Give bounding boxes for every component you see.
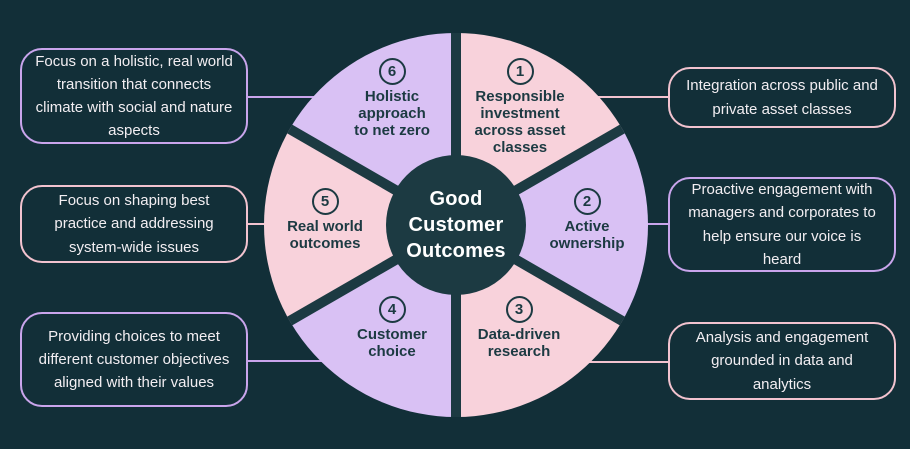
segment-number-badge: 1 (506, 58, 534, 85)
callout-text: Analysis and engagement grounded in data… (695, 329, 869, 393)
callout-left-bottom: Providing choices to meet different cust… (20, 312, 248, 407)
segment-label: Data-driven research (477, 326, 561, 360)
callout-text: Proactive engagement with managers and c… (688, 181, 876, 268)
segment-number-badge: 2 (573, 188, 601, 215)
callout-text: Focus on a holistic, real world transiti… (35, 52, 233, 140)
segment-label: Responsible investment across asset clas… (474, 88, 566, 156)
connector-right-top (580, 96, 670, 98)
segment-5-real-world-outcomes: 5 Real world outcomes (260, 188, 390, 253)
segment-2-active-ownership: 2 Active ownership (522, 188, 652, 253)
connector-right-bottom (580, 361, 670, 363)
connector-left-middle (246, 223, 278, 225)
segment-3-data-driven-research: 3 Data-driven research (454, 296, 584, 361)
segment-6-holistic-net-zero: 6 Holistic approach to net zero (327, 58, 457, 140)
segment-divider (451, 33, 461, 225)
segment-number-badge: 5 (311, 188, 339, 215)
segment-label: Real world outcomes (287, 218, 363, 252)
callout-text: Focus on shaping best practice and addre… (54, 192, 214, 256)
segment-number-badge: 6 (378, 58, 406, 85)
segment-label: Customer choice (356, 326, 427, 360)
callout-right-top: Integration across public and private as… (668, 67, 896, 128)
connector-right-middle (634, 223, 670, 225)
callout-text: Providing choices to meet different cust… (38, 327, 230, 392)
segment-1-responsible-investment: 1 Responsible investment across asset cl… (455, 58, 585, 157)
connector-left-bottom (246, 360, 332, 362)
callout-text: Integration across public and private as… (686, 77, 878, 118)
segment-number-badge: 3 (505, 296, 533, 323)
callout-right-middle: Proactive engagement with managers and c… (668, 177, 896, 272)
segment-label: Holistic approach to net zero (354, 88, 430, 139)
connector-left-top (246, 96, 332, 98)
callout-left-middle: Focus on shaping best practice and addre… (20, 185, 248, 263)
outcomes-wheel: Good Customer Outcomes (264, 33, 648, 417)
center-hub: Good Customer Outcomes (386, 155, 526, 295)
segment-label: Active ownership (549, 218, 625, 252)
segment-number-badge: 4 (378, 296, 406, 323)
callout-right-bottom: Analysis and engagement grounded in data… (668, 322, 896, 400)
segment-4-customer-choice: 4 Customer choice (327, 296, 457, 361)
center-title: Good Customer Outcomes (406, 188, 506, 262)
callout-left-top: Focus on a holistic, real world transiti… (20, 48, 248, 144)
